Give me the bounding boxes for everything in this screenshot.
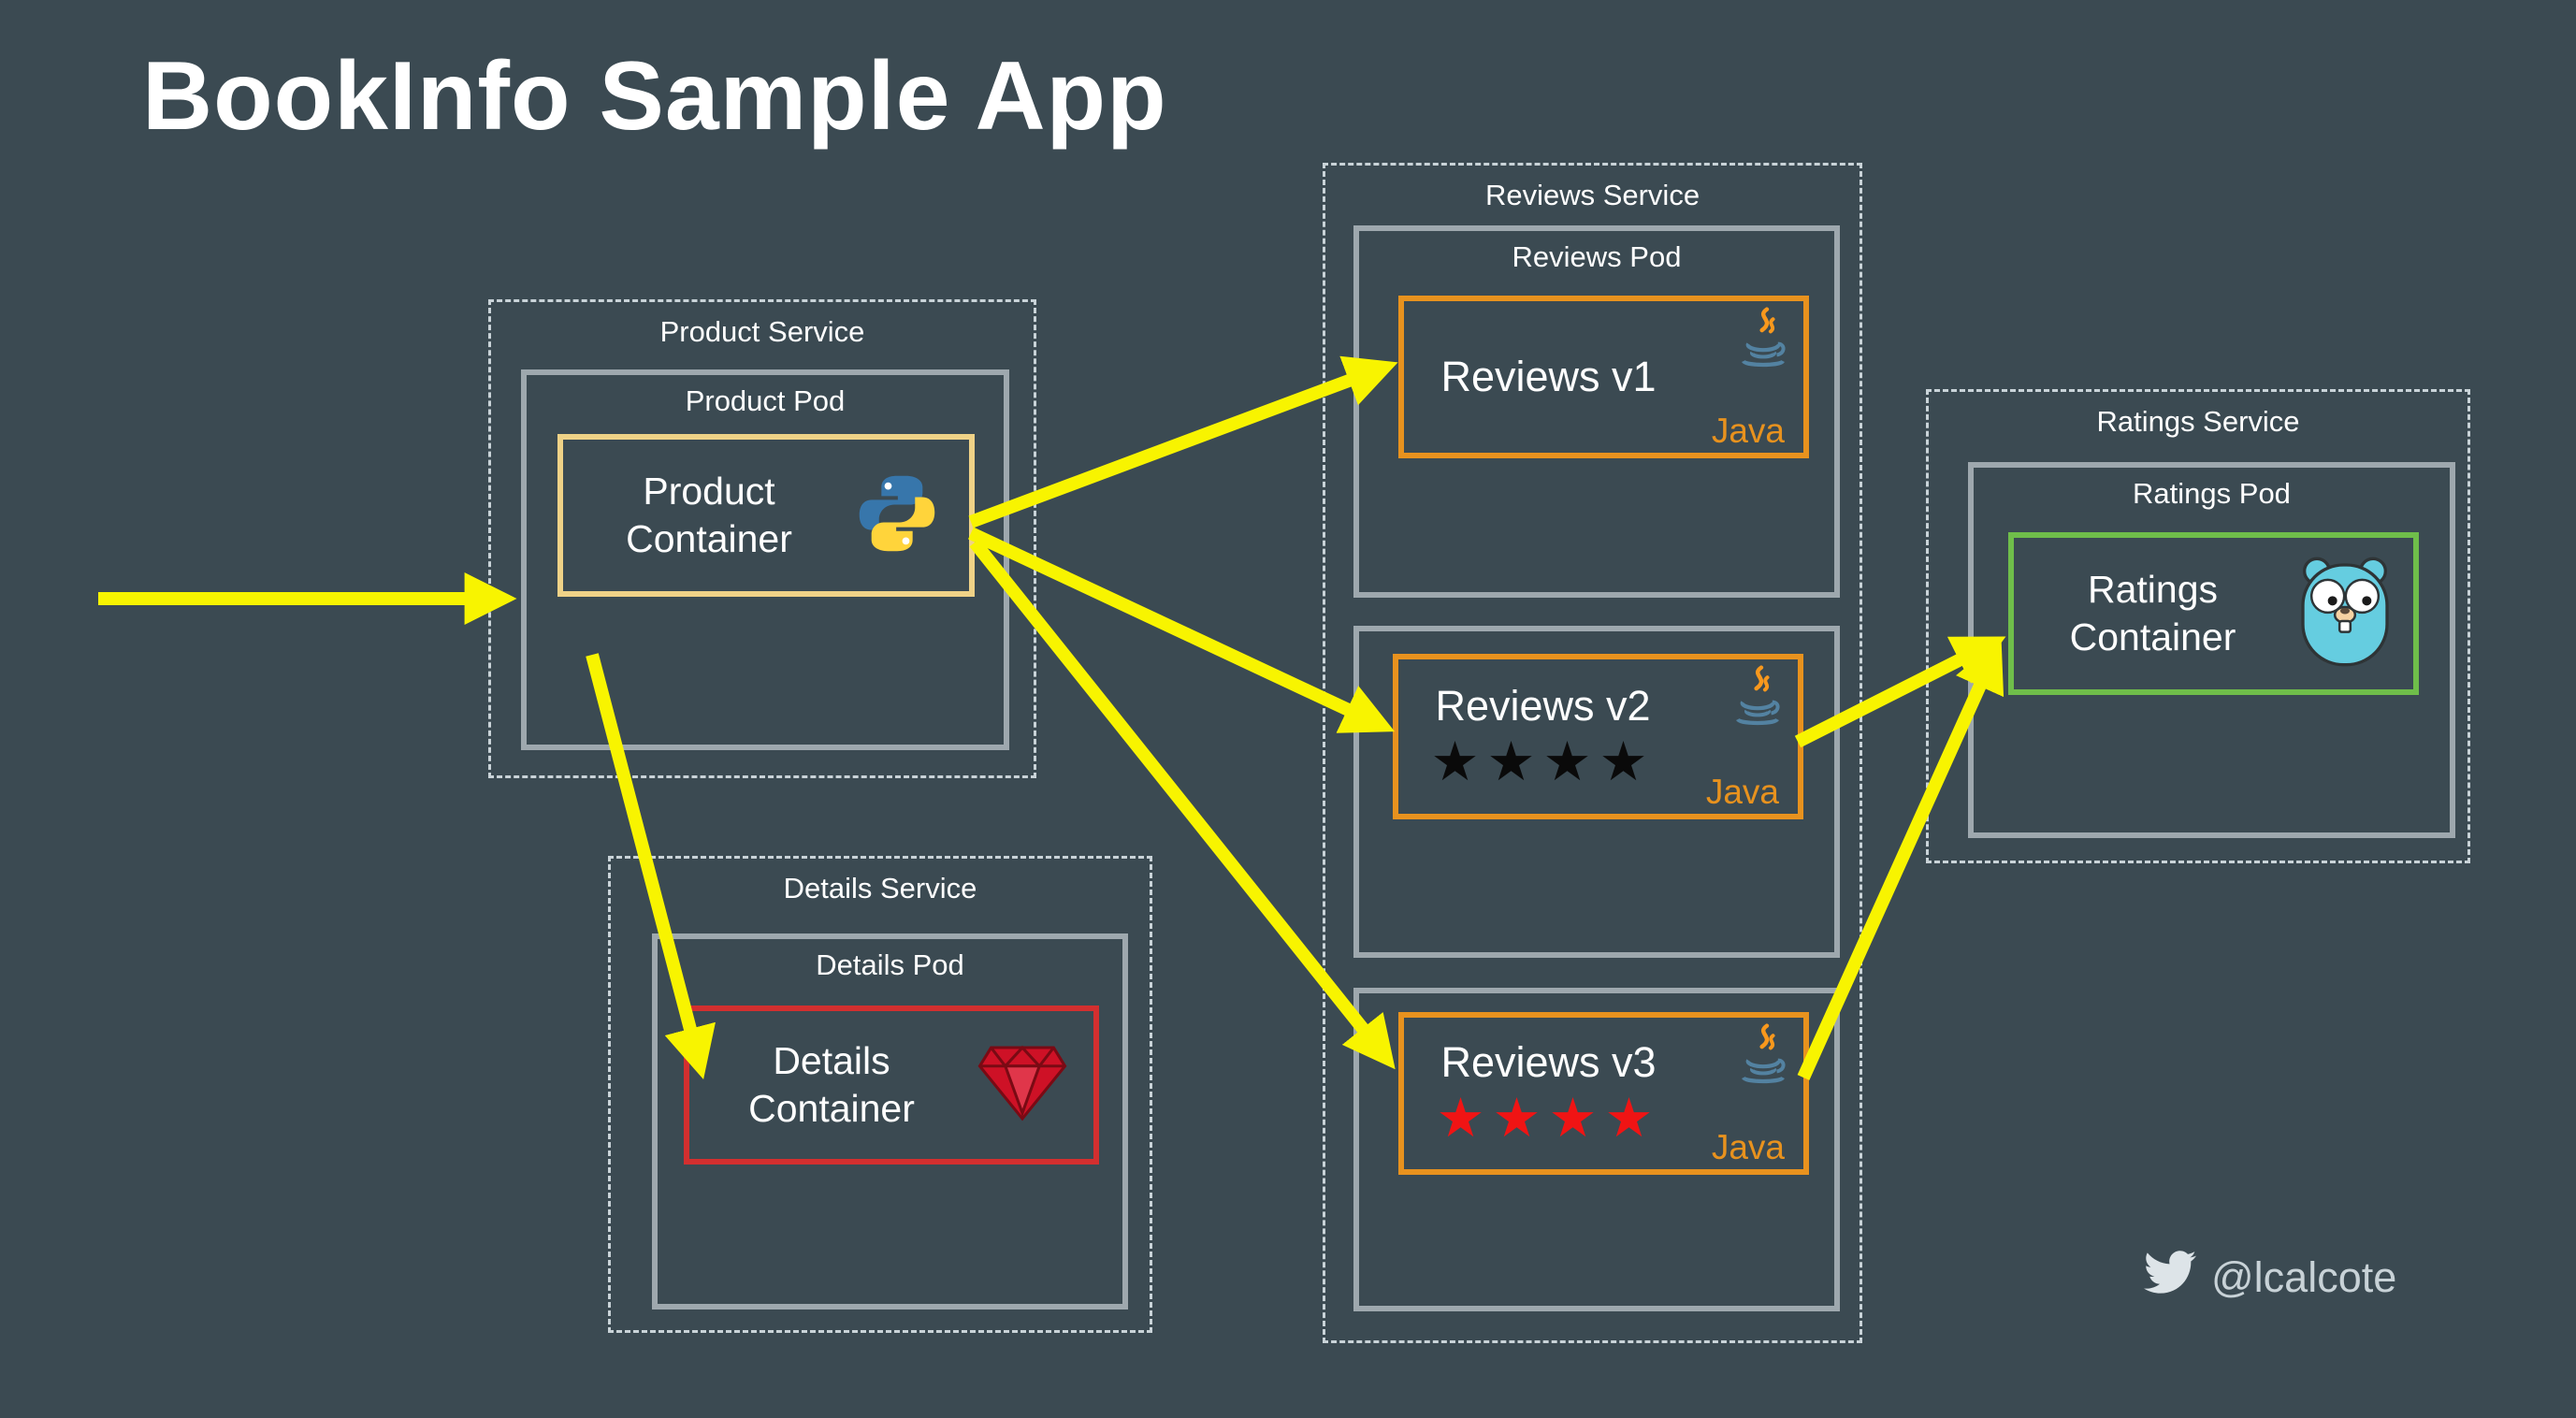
ratings-pod-box: Ratings Pod bbox=[1968, 462, 2455, 838]
page-title: BookInfo Sample App bbox=[142, 42, 1167, 151]
python-icon bbox=[854, 470, 940, 561]
ratings-container-box: Ratings Container bbox=[2008, 532, 2419, 695]
java-label: Java bbox=[1711, 412, 1785, 450]
details-pod-box: Details Pod bbox=[652, 933, 1128, 1309]
twitter-icon bbox=[2144, 1246, 2196, 1309]
reviews-pod-3-box bbox=[1353, 988, 1840, 1311]
ratings-pod-label: Ratings Pod bbox=[2133, 477, 2291, 510]
go-gopher-icon bbox=[2298, 556, 2392, 673]
ratings-container-label: Ratings Container bbox=[2069, 567, 2236, 658]
reviews-v1-label: Reviews v1 bbox=[1440, 353, 1657, 400]
product-service-label: Product Service bbox=[659, 315, 865, 348]
reviews-v1-box: Reviews v1 Java bbox=[1398, 296, 1809, 458]
java-icon bbox=[1736, 1023, 1790, 1090]
details-container-box: Details Container bbox=[684, 1006, 1099, 1165]
details-service-label: Details Service bbox=[783, 872, 977, 904]
product-pod-label: Product Pod bbox=[685, 384, 846, 417]
reviews-v2-stars: ★★★★ bbox=[1430, 731, 1656, 792]
product-container-label: Product Container bbox=[626, 469, 792, 560]
reviews-v3-box: Reviews v3 ★★★★ Java bbox=[1398, 1012, 1809, 1175]
reviews-service-label: Reviews Service bbox=[1484, 179, 1700, 211]
details-service-box: Details Service bbox=[608, 856, 1152, 1333]
ratings-service-label: Ratings Service bbox=[2096, 405, 2300, 438]
attribution: @lcalcote bbox=[2144, 1246, 2396, 1309]
java-label: Java bbox=[1705, 773, 1779, 811]
twitter-handle: @lcalcote bbox=[2211, 1252, 2397, 1301]
reviews-v3-label: Reviews v3 bbox=[1440, 1038, 1657, 1087]
java-icon bbox=[1736, 307, 1790, 373]
ratings-service-box: Ratings Service bbox=[1926, 389, 2470, 863]
ruby-icon bbox=[977, 1045, 1068, 1126]
details-pod-label: Details Pod bbox=[816, 948, 964, 981]
java-label: Java bbox=[1711, 1128, 1785, 1166]
reviews-v2-box: Reviews v2 ★★★★ Java bbox=[1393, 654, 1803, 819]
product-container-box: Product Container bbox=[557, 434, 975, 597]
reviews-v3-stars: ★★★★ bbox=[1436, 1088, 1661, 1150]
reviews-pod-label: Reviews Pod bbox=[1512, 240, 1682, 273]
java-icon bbox=[1730, 665, 1785, 731]
reviews-v2-label: Reviews v2 bbox=[1435, 681, 1651, 730]
details-container-label: Details Container bbox=[748, 1038, 915, 1130]
